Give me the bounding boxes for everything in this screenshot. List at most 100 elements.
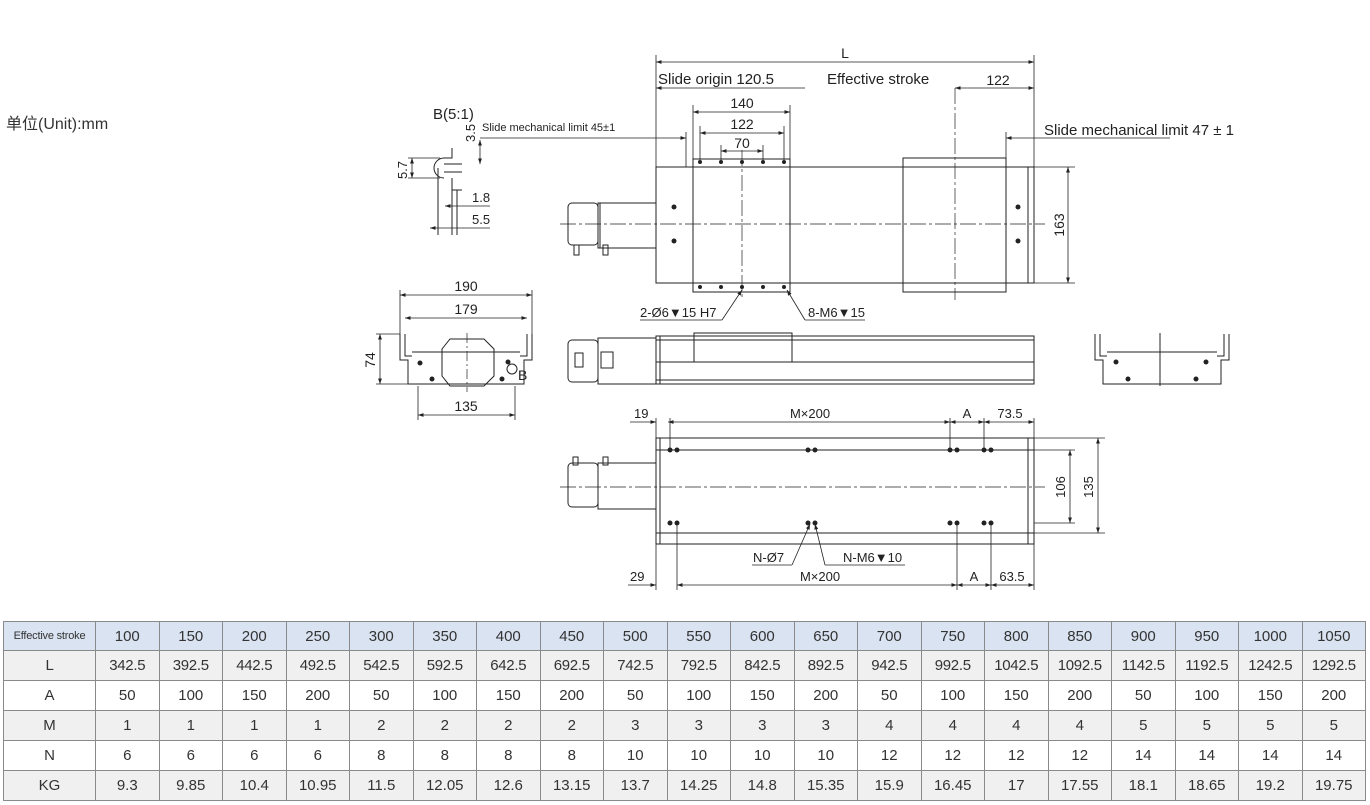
spec-cell: 15.9: [857, 770, 922, 801]
dim-135-end: 135: [454, 398, 478, 414]
spec-cell: 100: [920, 680, 985, 711]
detail-b-dimensions: [408, 140, 490, 230]
spec-cell: 542.5: [349, 650, 414, 681]
spec-cell: 150: [476, 680, 541, 711]
limit-left-label: Slide mechanical limit 45±1: [482, 122, 615, 134]
dim-19: 19: [634, 406, 648, 421]
end-view: [399, 333, 533, 392]
spec-cell: 700: [857, 621, 922, 651]
spec-cell: 400: [476, 621, 541, 651]
spec-cell: 1042.5: [984, 650, 1049, 681]
spec-cell: 150: [1238, 680, 1303, 711]
detail-b: [433, 148, 462, 235]
end-view-holes: [417, 359, 511, 382]
spec-cell: 200: [1301, 680, 1366, 711]
spec-cell: 4: [984, 710, 1049, 741]
dim-l: L: [841, 45, 849, 61]
spec-cell: 10: [730, 740, 795, 771]
spec-cell: 892.5: [793, 650, 858, 681]
spec-cell: 6: [285, 740, 350, 771]
bottom-view-dimensions: [628, 418, 1105, 590]
spec-cell: 150: [158, 621, 223, 651]
technical-drawing: L Slide origin 120.5 Effective stroke 12…: [362, 45, 1234, 590]
spec-cell: 50: [857, 680, 922, 711]
spec-cell: 492.5: [285, 650, 350, 681]
spec-cell: 1142.5: [1111, 650, 1176, 681]
spec-cell: 2: [412, 710, 477, 741]
dim-3-5: 3.5: [463, 124, 478, 142]
spec-cell: 442.5: [222, 650, 287, 681]
spec-cell: 600: [730, 621, 795, 651]
spec-cell: 13.7: [603, 770, 668, 801]
dim-140: 140: [730, 95, 754, 111]
spec-cell: 2: [539, 710, 604, 741]
spec-cell: 12: [857, 740, 922, 771]
spec-row-label: Effective stroke: [3, 621, 96, 651]
spec-cell: 200: [285, 680, 350, 711]
spec-cell: 850: [1047, 621, 1112, 651]
tap-hole-label: 8-M6▼15: [808, 305, 865, 320]
dim-5-5: 5.5: [472, 212, 490, 227]
spec-cell: 5: [1301, 710, 1366, 741]
spec-cell: 100: [1174, 680, 1239, 711]
dim-179: 179: [454, 301, 478, 317]
spec-cell: 150: [730, 680, 795, 711]
spec-cell: 12: [920, 740, 985, 771]
spec-cell: 200: [793, 680, 858, 711]
right-end-view: [1094, 333, 1230, 386]
dim-70: 70: [734, 135, 750, 151]
spec-cell: 19.2: [1238, 770, 1303, 801]
spec-cell: 1292.5: [1301, 650, 1366, 681]
spec-cell: 15.35: [793, 770, 858, 801]
spec-cell: 12: [1047, 740, 1112, 771]
spec-row-label: L: [3, 650, 96, 681]
spec-cell: 100: [412, 680, 477, 711]
dim-163: 163: [1051, 213, 1067, 237]
spec-cell: 4: [920, 710, 985, 741]
spec-cell: 200: [539, 680, 604, 711]
spec-cell: 150: [222, 680, 287, 711]
n-hole-label: N-Ø7: [753, 550, 784, 565]
spec-cell: 50: [349, 680, 414, 711]
dim-63-5: 63.5: [999, 569, 1024, 584]
dim-a-bottom: A: [970, 569, 979, 584]
spec-cell: 942.5: [857, 650, 922, 681]
spec-cell: 50: [95, 680, 160, 711]
spec-row-label: M: [3, 710, 96, 741]
spec-cell: 900: [1111, 621, 1176, 651]
spec-row-label: A: [3, 680, 96, 711]
spec-cell: 750: [920, 621, 985, 651]
spec-cell: 4: [857, 710, 922, 741]
limit-right-label: Slide mechanical limit 47 ± 1: [1044, 122, 1234, 139]
spec-cell: 8: [539, 740, 604, 771]
spec-cell: 13.15: [539, 770, 604, 801]
spec-cell: 8: [476, 740, 541, 771]
spec-cell: 342.5: [95, 650, 160, 681]
spec-cell: 150: [984, 680, 1049, 711]
spec-cell: 1242.5: [1238, 650, 1303, 681]
spec-cell: 200: [1047, 680, 1112, 711]
spec-cell: 10.95: [285, 770, 350, 801]
spec-cell: 9.3: [95, 770, 160, 801]
spec-row-label: KG: [3, 770, 96, 801]
n-tap-label: N-M6▼10: [843, 550, 902, 565]
spec-cell: 14: [1238, 740, 1303, 771]
spec-cell: 2: [476, 710, 541, 741]
spec-cell: 8: [349, 740, 414, 771]
spec-cell: 200: [222, 621, 287, 651]
spec-cell: 18.65: [1174, 770, 1239, 801]
spec-cell: 300: [349, 621, 414, 651]
side-view: [567, 332, 1035, 385]
spec-cell: 3: [603, 710, 668, 741]
spec-cell: 3: [793, 710, 858, 741]
spec-cell: 592.5: [412, 650, 477, 681]
dim-135-bottom: 135: [1081, 476, 1096, 498]
spec-cell: 1050: [1301, 621, 1366, 651]
spec-cell: 3: [730, 710, 795, 741]
spec-cell: 19.75: [1301, 770, 1366, 801]
bottom-view-holes: [667, 447, 994, 526]
mark-b: B: [518, 367, 527, 383]
spec-cell: 642.5: [476, 650, 541, 681]
spec-cell: 14: [1174, 740, 1239, 771]
